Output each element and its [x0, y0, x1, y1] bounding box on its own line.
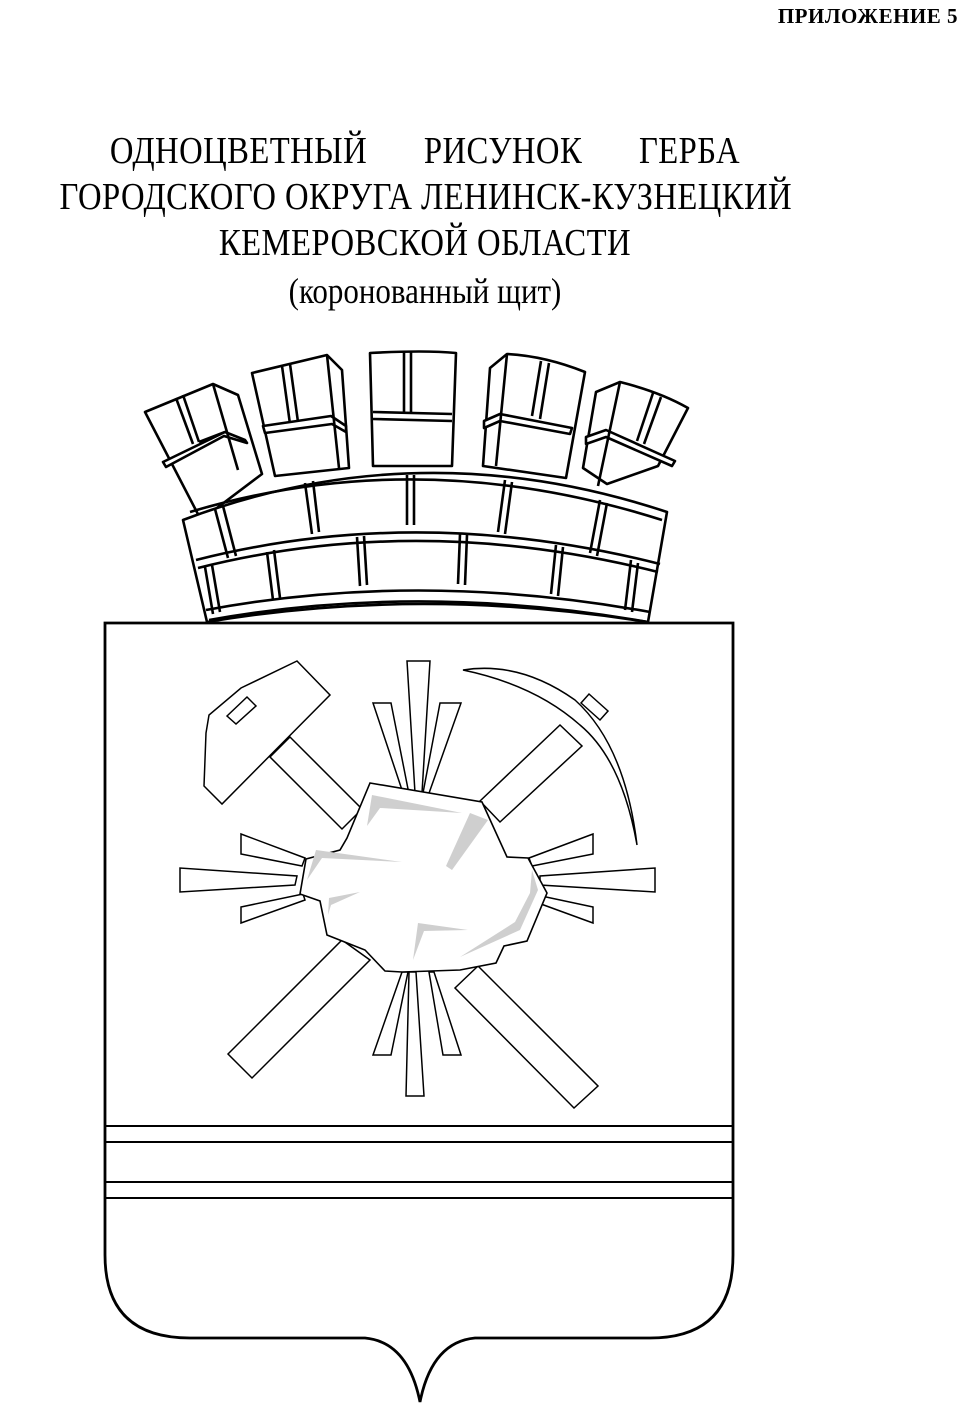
hammer-icon — [203, 660, 372, 1080]
title-subtitle: (коронованный щит) — [288, 271, 562, 311]
crown-icon — [143, 350, 690, 624]
title-line-2: ГОРОДСКОГО ОКРУГА ЛЕНИНСК-КУЗНЕЦКИЙ — [59, 176, 793, 218]
crown-tower-1 — [143, 382, 264, 522]
title-line-1: ОДНОЦВЕТНЫЙ РИСУНОК ГЕРБА — [109, 130, 741, 172]
crown-tower-3 — [368, 350, 458, 468]
fess-stripes — [106, 1125, 732, 1199]
crown-tower-5 — [581, 380, 690, 487]
pickaxe-icon — [453, 667, 638, 1110]
charges — [179, 660, 656, 1110]
crown-ring — [181, 471, 669, 624]
title-line-3: КЕМЕРОВСКОЙ ОБЛАСТИ — [218, 222, 632, 264]
document-title: ОДНОЦВЕТНЫЙ РИСУНОК ГЕРБА ГОРОДСКОГО ОКР… — [59, 128, 793, 316]
appendix-label: ПРИЛОЖЕНИЕ 5 — [777, 4, 958, 28]
radiant-rays — [179, 660, 656, 1097]
coal-lump-icon — [299, 782, 548, 973]
crown-tower-4 — [481, 352, 587, 480]
crown-tower-2 — [250, 353, 351, 478]
